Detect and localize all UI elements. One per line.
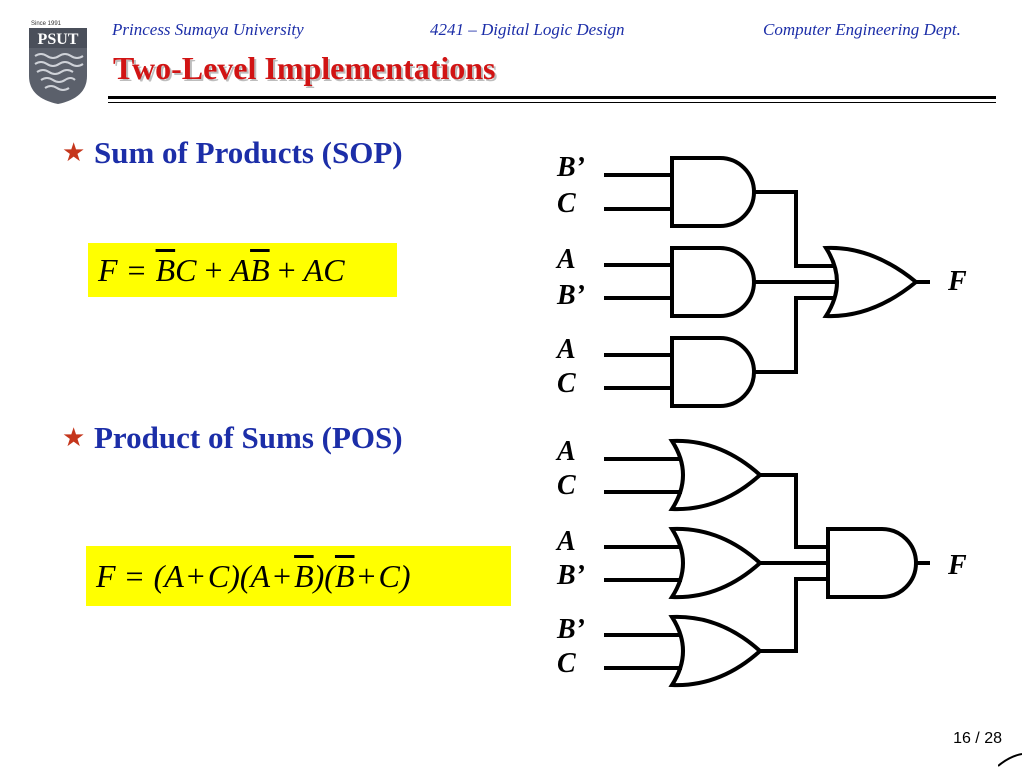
or-gate [668,526,763,600]
star-icon: ★ [62,138,86,167]
or-gate [668,614,763,688]
and-gate [670,246,756,318]
pos-input-label: B’ [557,560,585,591]
page-curl-icon [998,753,1022,767]
eq-term-a: A [230,251,251,288]
pos-input-label: C [557,648,576,679]
star-icon: ★ [62,423,86,452]
pos-input-label: A [557,436,576,467]
sop-circuit [604,156,930,408]
eq-equals: = [127,251,146,288]
eq-term-a2: A [303,251,324,288]
psut-logo: Since 1991 PSUT [29,21,87,104]
pos-input-label: B’ [557,614,585,645]
bullet-pos-label: Product of Sums (POS) [94,420,403,455]
header-course: 4241 – Digital Logic Design [430,20,625,39]
bullet-sop-label: Sum of Products (SOP) [94,135,403,170]
sop-input-label: A [557,334,576,365]
pos-output-label: F [948,550,967,581]
header-university: Princess Sumaya University [112,20,304,39]
pos-equation: F = (A + C) (A + B) (B + C) [86,546,511,606]
or-gate [668,438,763,512]
eq-factor3-open: ( [324,557,335,594]
eq-term-bbar: B [155,251,176,288]
pos-circuit [604,438,930,688]
eq-term-c: C [175,251,197,288]
pos-input-label: A [557,526,576,557]
eq-plus2: + [277,251,296,288]
slide-title: Two-Level Implementations [113,50,496,86]
eq-plus: + [204,251,223,288]
eq-factor2-bbar: B [294,557,314,594]
pos-input-label: C [557,470,576,501]
eq-factor3-bbar: B [334,557,355,594]
and-gate [670,336,756,408]
eq-term-bbar2: B [250,251,270,288]
eq-equals: = [125,557,144,594]
logo-text: PSUT [38,31,79,48]
sop-input-label: B’ [557,280,585,311]
header-rule-thin [108,102,996,103]
sop-output-label: F [948,266,967,297]
eq-plus2: + [273,557,292,594]
logo-since: Since 1991 [31,21,62,27]
eq-plus3: + [357,557,376,594]
eq-plus: + [186,557,205,594]
eq-factor2-close: ) [313,557,325,594]
eq-lhs: F [98,251,118,288]
page-number: 16 / 28 [953,730,1002,747]
eq-term-c2: C [323,251,345,288]
or-gate [822,245,920,319]
sop-input-label: B’ [557,152,585,183]
header-rule [108,96,996,99]
eq-lhs: F [96,557,116,594]
eq-factor1-a: (A [153,557,184,594]
and-gate [826,527,918,599]
eq-factor1-c: C) [207,557,240,594]
header-department: Computer Engineering Dept. [763,20,961,39]
sop-input-label: A [557,244,576,275]
sop-input-label: C [557,368,576,399]
sop-input-label: C [557,188,576,219]
eq-factor3-c: C) [378,557,411,594]
and-gate [670,156,756,228]
eq-factor2-a: (A [239,557,271,594]
